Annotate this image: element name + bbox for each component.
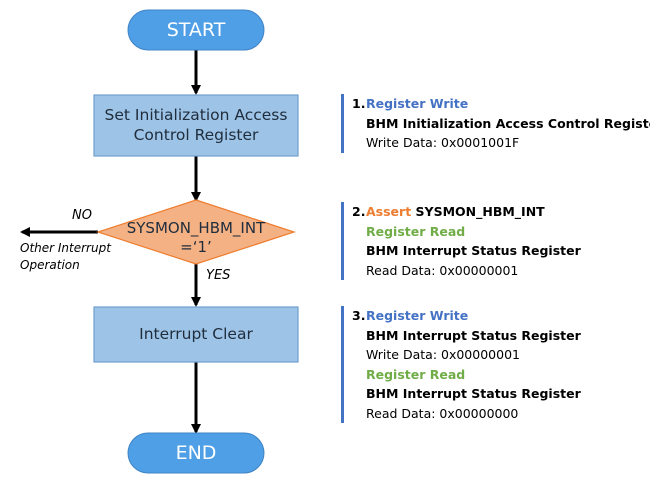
note-step2: 2.Assert SYSMON_HBM_INT Register Read BH… [341, 202, 581, 280]
decision-label-line1: SYSMON_HBM_INT [127, 219, 266, 238]
branch-no-label: NO [72, 208, 92, 223]
init-access-label-line1: Set Initialization Access [105, 106, 288, 124]
other-interrupt-label-line2: Operation [20, 258, 80, 272]
branch-yes-label: YES [206, 268, 231, 283]
note3-title: 3.Register Write [352, 306, 581, 326]
sysmon-decision [96, 199, 296, 265]
note3-register1: BHM Interrupt Status Register [366, 327, 581, 343]
start-label: START [167, 19, 226, 41]
note3-data1: Write Data: 0x00000001 [366, 347, 520, 362]
note3-data2: Read Data: 0x00000000 [366, 405, 519, 421]
note2-register: BHM Interrupt Status Register [366, 243, 581, 258]
note-step1: 1.Register Write BHM Initialization Acce… [341, 94, 650, 153]
end-node [127, 432, 265, 474]
note3-register2: BHM Interrupt Status Register [366, 386, 581, 401]
start-node [127, 9, 265, 51]
note3-number: 3. [352, 308, 366, 323]
note2-title: 2.Assert SYSMON_HBM_INT [352, 202, 581, 222]
end-label: END [176, 442, 217, 464]
interrupt-clear-label: Interrupt Clear [139, 325, 253, 343]
note2-action: Register Read [366, 223, 466, 239]
interrupt-clear-box [93, 306, 299, 363]
note2-assert: Assert [366, 204, 412, 219]
note3-action2: Register Read [366, 366, 466, 382]
note1-action: Register Write [366, 96, 469, 111]
note2-signal: SYSMON_HBM_INT [411, 204, 545, 219]
note1-data: Write Data: 0x0001001F [366, 135, 520, 150]
init-access-box [93, 94, 299, 157]
note1-register: BHM Initialization Access Control Regist… [366, 115, 650, 131]
note-step3: 3.Register Write BHM Interrupt Status Re… [341, 306, 581, 423]
note2-number: 2. [352, 204, 366, 219]
note1-title: 1.Register Write [352, 94, 650, 114]
decision-label-line2: =‘1’ [180, 238, 212, 256]
other-interrupt-label-line1: Other Interrupt [20, 241, 111, 255]
note1-number: 1. [352, 96, 366, 111]
note3-action1: Register Write [366, 308, 469, 323]
note2-data: Read Data: 0x00000001 [366, 262, 519, 278]
init-access-label-line2: Control Register [134, 126, 259, 144]
